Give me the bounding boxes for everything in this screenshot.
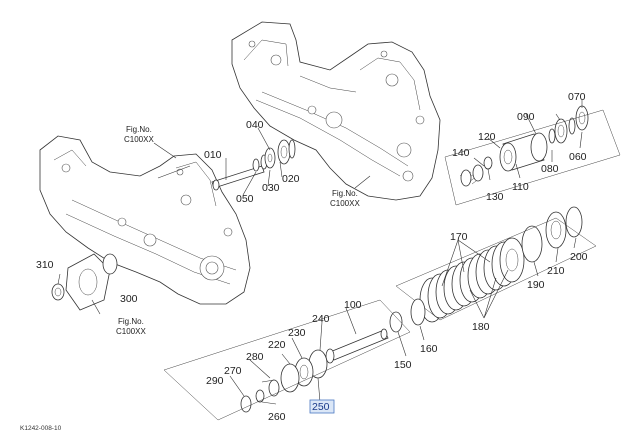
callout-280[interactable]: 280 xyxy=(246,351,264,363)
callout-140[interactable]: 140 xyxy=(452,147,470,159)
fig-ref-3-line2[interactable]: C100XX xyxy=(116,327,146,336)
callout-labels: 010 020 030 040 050 060 070 080 090 100 … xyxy=(36,91,588,423)
callout-050[interactable]: 050 xyxy=(236,193,254,205)
callout-020[interactable]: 020 xyxy=(282,173,300,185)
callout-010[interactable]: 010 xyxy=(204,149,222,161)
callout-170[interactable]: 170 xyxy=(450,231,468,243)
callout-200[interactable]: 200 xyxy=(570,251,588,263)
callout-160[interactable]: 160 xyxy=(420,343,438,355)
fig-ref-2-line2[interactable]: C100XX xyxy=(330,199,360,208)
callout-210[interactable]: 210 xyxy=(547,265,565,277)
callout-130[interactable]: 130 xyxy=(486,191,504,203)
callout-060[interactable]: 060 xyxy=(569,151,587,163)
flange-group-300 xyxy=(51,253,118,311)
callout-220[interactable]: 220 xyxy=(268,339,286,351)
clutch-housing-group-110 xyxy=(444,105,621,206)
fig-ref-3-line1[interactable]: Fig.No. xyxy=(118,317,144,326)
callout-090[interactable]: 090 xyxy=(517,111,535,123)
figure-references: Fig.No. C100XX Fig.No. C100XX Fig.No. C1… xyxy=(116,125,360,336)
callout-080[interactable]: 080 xyxy=(541,163,559,175)
callout-100[interactable]: 100 xyxy=(344,299,362,311)
callout-030[interactable]: 030 xyxy=(262,182,280,194)
fig-ref-1-line2[interactable]: C100XX xyxy=(124,135,154,144)
callout-240[interactable]: 240 xyxy=(312,313,330,325)
callout-110[interactable]: 110 xyxy=(512,181,529,193)
shaft-group-010 xyxy=(211,139,296,191)
clutch-pack-170-180 xyxy=(395,206,597,323)
lower-shaft-group-100 xyxy=(163,298,426,421)
leader-lines xyxy=(57,100,583,405)
callout-270[interactable]: 270 xyxy=(224,365,242,377)
callout-120[interactable]: 120 xyxy=(478,131,496,143)
callout-260[interactable]: 260 xyxy=(268,411,286,423)
selected-callout-highlight xyxy=(309,399,335,414)
callout-070[interactable]: 070 xyxy=(568,91,586,103)
callout-290[interactable]: 290 xyxy=(206,375,224,387)
fig-ref-1-line1[interactable]: Fig.No. xyxy=(126,125,152,134)
left-transmission-case xyxy=(39,135,251,305)
upper-transmission-case xyxy=(231,21,441,201)
callout-190[interactable]: 190 xyxy=(527,279,545,291)
fig-ref-2-line1[interactable]: Fig.No. xyxy=(332,189,358,198)
callout-040[interactable]: 040 xyxy=(246,119,264,131)
callout-180[interactable]: 180 xyxy=(472,321,490,333)
callout-230[interactable]: 230 xyxy=(288,327,306,339)
callout-250-selected[interactable]: 250 xyxy=(312,401,330,413)
callout-300[interactable]: 300 xyxy=(120,293,138,305)
callout-150[interactable]: 150 xyxy=(394,359,412,371)
callout-310[interactable]: 310 xyxy=(36,259,54,271)
diagram-code: K1242-008-10 xyxy=(20,425,62,432)
